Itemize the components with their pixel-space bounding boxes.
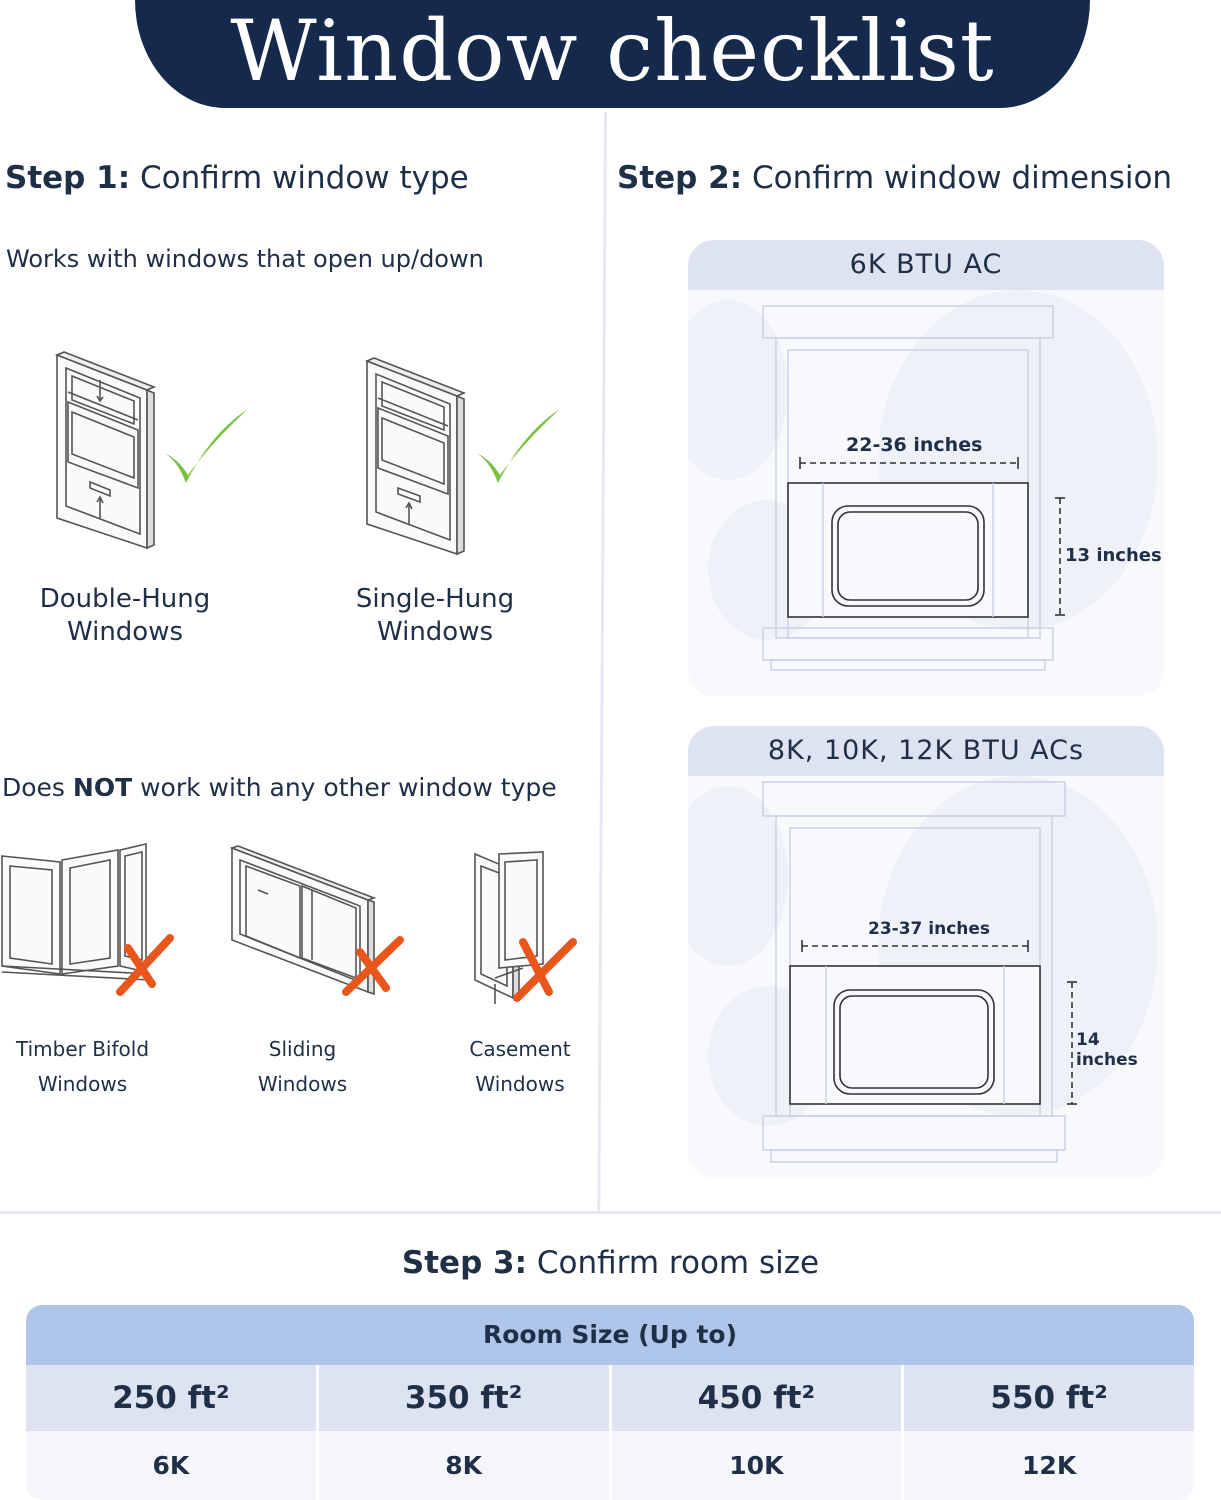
step1-text: Confirm window type: [139, 160, 469, 196]
room-size-cell: 450 ft²: [608, 1365, 902, 1431]
single-hung-window-illustration: [364, 357, 467, 556]
step2-text: Confirm window dimension: [751, 160, 1173, 196]
page-title: Window checklist: [230, 2, 995, 100]
double-hung-line1: Double-Hung: [39, 584, 211, 614]
not-work-bold: NOT: [72, 773, 133, 802]
double-hung-line2: Windows: [66, 617, 184, 647]
dimension-card-6k-title: 6K BTU AC: [688, 240, 1164, 290]
not-work-prefix: Does: [2, 773, 73, 802]
sliding-line2: Windows: [257, 1072, 348, 1096]
sliding-window-illustration: [229, 845, 404, 996]
title-banner: Window checklist: [135, 0, 1090, 108]
horizontal-divider: [0, 1211, 1221, 1214]
room-size-cell: 350 ft²: [315, 1365, 609, 1431]
height-label-8k-12k: 14 inches: [1076, 1030, 1138, 1070]
dimension-card-6k: 6K BTU AC 22-36 inches 13 inches: [688, 240, 1164, 696]
double-hung-window-illustration: [54, 351, 157, 550]
bifold-line1: Timber Bifold: [15, 1037, 150, 1061]
not-work-suffix: work with any other window type: [132, 773, 557, 802]
room-size-header: Room Size (Up to): [26, 1305, 1194, 1365]
window-dimension-diagram: [688, 776, 1158, 1163]
check-icon: [476, 409, 560, 483]
single-hung-label: Single-Hung Windows: [330, 583, 540, 649]
step1-prefix: Step 1:: [5, 160, 131, 196]
casement-label: Casement Windows: [440, 1032, 600, 1102]
width-label-8k-12k: 23-37 inches: [868, 919, 991, 939]
window-dimension-diagram: [688, 290, 1158, 671]
bifold-window-illustration: [1, 842, 174, 996]
room-size-cell: 550 ft²: [901, 1365, 1194, 1431]
step3-text: Confirm room size: [536, 1245, 820, 1281]
sliding-label: Sliding Windows: [220, 1032, 385, 1102]
works-with-text: Works with windows that open up/down: [6, 245, 484, 273]
room-size-table: Room Size (Up to) 250 ft² 350 ft² 450 ft…: [26, 1305, 1194, 1500]
room-size-cell: 250 ft²: [26, 1365, 316, 1431]
check-icon: [164, 409, 248, 483]
btu-cell: 12K: [901, 1431, 1194, 1500]
step3-title: Step 3: Confirm room size: [0, 1245, 1221, 1281]
btu-cell: 10K: [608, 1431, 902, 1500]
bifold-label: Timber Bifold Windows: [0, 1032, 165, 1102]
btu-cell: 6K: [26, 1431, 316, 1500]
step2-prefix: Step 2:: [617, 160, 743, 196]
double-hung-label: Double-Hung Windows: [20, 583, 230, 649]
single-hung-line2: Windows: [376, 617, 494, 647]
btu-cell: 8K: [315, 1431, 609, 1500]
casement-line2: Windows: [475, 1072, 565, 1096]
bifold-line2: Windows: [37, 1072, 128, 1096]
dimension-card-8k-12k-title: 8K, 10K, 12K BTU ACs: [688, 726, 1164, 776]
height-label-6k: 13 inches: [1065, 545, 1162, 566]
casement-window-illustration: [474, 851, 577, 1004]
btu-row: 6K 8K 10K 12K: [26, 1431, 1194, 1500]
step2-title: Step 2: Confirm window dimension: [617, 160, 1172, 196]
step1-title: Step 1: Confirm window type: [5, 160, 469, 196]
not-work-text: Does NOT work with any other window type: [2, 773, 557, 802]
single-hung-line1: Single-Hung: [355, 584, 515, 614]
width-label-6k: 22-36 inches: [846, 434, 983, 456]
dimension-card-8k-12k: 8K, 10K, 12K BTU ACs 23-37 inches 14 inc…: [688, 726, 1164, 1178]
casement-line1: Casement: [469, 1037, 571, 1061]
room-size-row: 250 ft² 350 ft² 450 ft² 550 ft²: [26, 1365, 1194, 1431]
step3-prefix: Step 3:: [401, 1245, 528, 1281]
sliding-line1: Sliding: [268, 1037, 337, 1061]
